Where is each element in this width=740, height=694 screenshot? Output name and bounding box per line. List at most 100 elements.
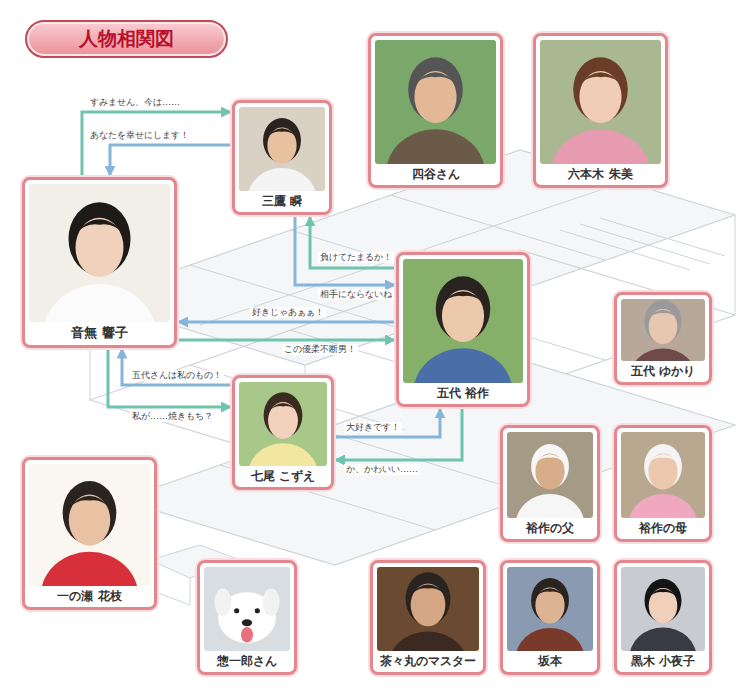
figure-body bbox=[386, 129, 485, 164]
relation-line-label: 大好きです！ bbox=[344, 422, 402, 433]
figure-body bbox=[248, 168, 317, 191]
character-card: 一の瀬 花枝 bbox=[22, 457, 157, 610]
character-card: 五代 裕作 bbox=[396, 252, 530, 407]
figure-fringe bbox=[266, 128, 299, 138]
character-name: 一の瀬 花枝 bbox=[29, 589, 150, 603]
photo-ground bbox=[239, 382, 327, 466]
character-name: 惣一郎さん bbox=[204, 654, 290, 668]
character-name: 裕作の父 bbox=[507, 521, 593, 535]
relation-line-label: 相手にならないね bbox=[318, 289, 394, 300]
character-name: 六本木 朱美 bbox=[540, 167, 661, 181]
character-name: 裕作の母 bbox=[621, 521, 705, 535]
portrait-photo bbox=[621, 567, 705, 651]
stair-line bbox=[580, 224, 710, 264]
photo-ground bbox=[507, 432, 593, 518]
portrait-photo bbox=[29, 464, 150, 586]
figure-body bbox=[43, 284, 156, 322]
photo-ground bbox=[375, 40, 496, 164]
portrait-photo bbox=[239, 382, 327, 466]
character-card: 坂本 bbox=[500, 560, 600, 675]
character-card: 音無 響子 bbox=[22, 177, 177, 348]
figure-body bbox=[516, 494, 585, 518]
relation-arrow bbox=[177, 321, 396, 324]
figure-fringe bbox=[534, 588, 567, 598]
dog-ear bbox=[262, 588, 279, 616]
dog-tongue bbox=[241, 627, 253, 642]
figure-fringe bbox=[577, 72, 624, 87]
photo-ground bbox=[507, 567, 593, 651]
portrait-photo bbox=[540, 40, 661, 164]
figure-body bbox=[248, 443, 318, 466]
relation-arrow bbox=[177, 339, 396, 342]
relation-arrow bbox=[122, 348, 232, 385]
figure-fringe bbox=[647, 454, 680, 464]
character-card: 茶々丸のマスター bbox=[370, 560, 486, 675]
figure-body bbox=[516, 628, 585, 651]
title-pill: 人物相関図 bbox=[25, 20, 228, 58]
character-name: 五代 裕作 bbox=[403, 386, 523, 400]
photo-ground bbox=[403, 259, 523, 383]
portrait-photo bbox=[375, 40, 496, 164]
relation-arrow bbox=[334, 407, 462, 460]
figure-fringe bbox=[647, 589, 679, 599]
figure-body bbox=[629, 494, 698, 518]
figure-body bbox=[387, 631, 469, 651]
portrait-photo bbox=[507, 432, 593, 518]
character-name: 坂本 bbox=[507, 654, 593, 668]
figure-body bbox=[41, 552, 139, 586]
relation-line-label: あなたを幸せにします！ bbox=[88, 130, 191, 141]
character-name: 黒木 小夜子 bbox=[621, 654, 705, 668]
character-name: 音無 響子 bbox=[29, 325, 170, 341]
figure-hair bbox=[531, 444, 569, 489]
photo-ground bbox=[621, 432, 705, 518]
portrait-photo bbox=[507, 567, 593, 651]
character-card: 三鷹 瞬 bbox=[232, 100, 332, 215]
figure-body bbox=[551, 129, 650, 164]
portrait-photo bbox=[29, 184, 170, 322]
relation-line-label: 五代さんは私のもの！ bbox=[130, 370, 224, 381]
character-name: 五代 ゆかり bbox=[621, 364, 705, 378]
character-card: 惣一郎さん bbox=[197, 560, 297, 675]
portrait-photo bbox=[239, 107, 325, 191]
character-card: 裕作の父 bbox=[500, 425, 600, 542]
relation-line-label: 好きじゃあぁぁ！ bbox=[250, 307, 326, 318]
portrait-photo bbox=[621, 432, 705, 518]
photo-ground bbox=[29, 464, 150, 586]
character-card: 四谷さん bbox=[368, 33, 503, 188]
diagram-title: 人物相関図 bbox=[79, 26, 174, 52]
stair-line bbox=[600, 218, 725, 256]
room-wall bbox=[190, 265, 405, 330]
character-card: 五代 ゆかり bbox=[614, 292, 712, 385]
relation-arrow bbox=[110, 145, 232, 177]
figure-hair bbox=[644, 444, 682, 489]
photo-ground bbox=[29, 184, 170, 322]
stair-line bbox=[560, 230, 690, 270]
portrait-photo bbox=[204, 567, 290, 651]
relation-arrow bbox=[108, 348, 232, 407]
portrait-photo bbox=[621, 299, 705, 361]
figure-hair bbox=[263, 118, 301, 163]
character-name: 三鷹 瞬 bbox=[239, 194, 325, 208]
figure-fringe bbox=[266, 403, 299, 414]
figure-fringe bbox=[534, 454, 567, 464]
relation-arrow bbox=[295, 215, 396, 285]
relation-line-label: 私が……焼きもち？ bbox=[130, 411, 215, 422]
character-name: 七尾 こずえ bbox=[239, 469, 327, 483]
portrait-photo bbox=[377, 567, 479, 651]
figure-fringe bbox=[73, 219, 127, 236]
figure-fringe bbox=[409, 585, 448, 597]
figure-hair bbox=[531, 578, 569, 623]
photo-ground bbox=[239, 107, 325, 191]
dog-eye bbox=[255, 608, 260, 613]
dog-nose bbox=[242, 619, 252, 626]
relation-arrow bbox=[82, 112, 232, 177]
figure-hair bbox=[645, 300, 682, 344]
figure-fringe bbox=[439, 291, 486, 306]
photo-ground bbox=[377, 567, 479, 651]
relation-line-label: 負けてたまるか！ bbox=[318, 252, 394, 263]
character-card: 裕作の母 bbox=[614, 425, 712, 542]
room-wall bbox=[735, 215, 736, 315]
figure-fringe bbox=[647, 310, 679, 320]
photo-ground bbox=[621, 567, 705, 651]
